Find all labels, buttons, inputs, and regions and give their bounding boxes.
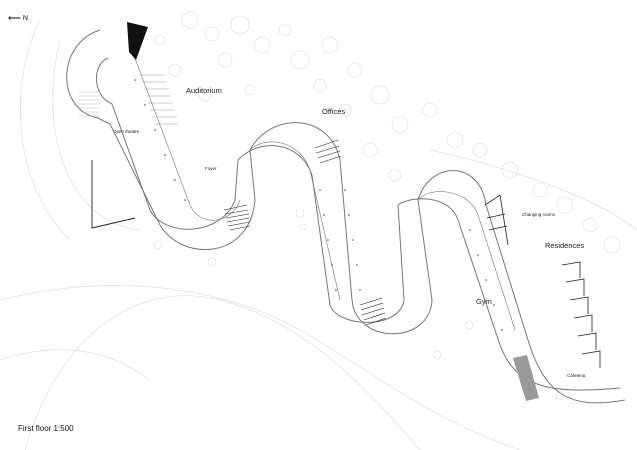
north-arrow-icon: ⟵ [8,13,21,23]
column-dots [134,79,503,331]
north-label: N [22,15,28,22]
tree-canopy [153,11,621,400]
black-stair-core [127,22,148,60]
label-foyer: Foyer [205,166,217,171]
open-theatre-stage [91,160,136,229]
label-residences: Residences [545,241,585,250]
residence-units [561,261,601,368]
label-open-theatre: Open theatre [113,129,140,134]
label-gym: Gym [476,297,492,306]
plan-caption: First floor 1:500 [18,424,74,433]
foyer-stairs [223,204,251,231]
changing-rooms-walls [484,194,509,246]
label-cafeteria: Cafeteria [567,373,586,378]
label-changing-rooms: Changing rooms [522,212,556,217]
auditorium-seating [140,74,179,125]
label-auditorium: Auditorium [186,86,222,95]
gym-grey-block [513,355,539,401]
label-offices: Offices [322,107,346,116]
office-stairs [314,139,342,164]
north-arrow: ⟵ N [8,13,28,24]
open-theatre-steps [79,91,100,117]
lower-stairs [359,297,387,326]
